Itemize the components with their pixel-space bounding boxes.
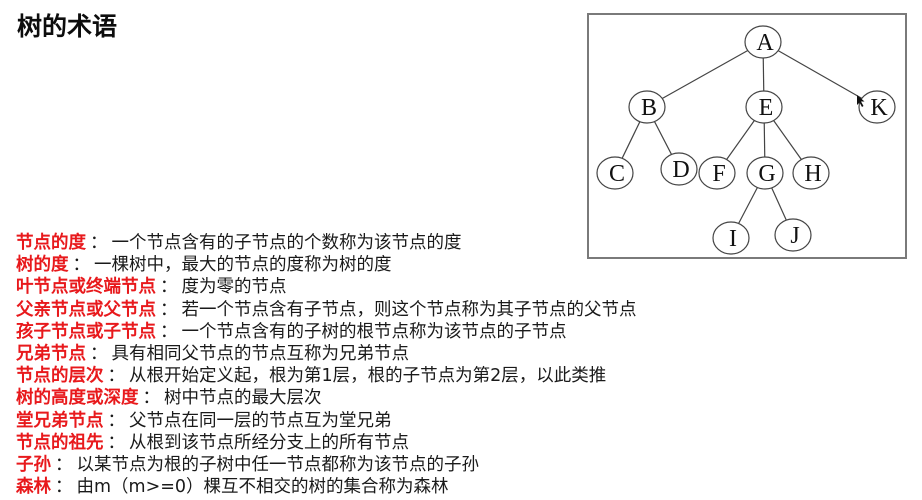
term-separator: ：: [160, 277, 178, 298]
tree-edge-A-K: [777, 50, 863, 99]
term-row-tree-height: 树的高度或深度：树中节点的最大层次: [16, 387, 637, 409]
term-row-cousin-node: 堂兄弟节点：父节点在同一层的节点互为堂兄弟: [16, 410, 637, 432]
tree-node-G: G: [746, 156, 784, 190]
term-row-parent-node: 父亲节点或父节点：若一个节点含有子节点，则这个节点称为其子节点的父节点: [16, 299, 637, 321]
svg-text:F: F: [712, 161, 725, 187]
mouse-cursor-icon: [857, 95, 865, 107]
term-name: 兄弟节点: [16, 343, 86, 364]
svg-text:A: A: [756, 30, 774, 56]
svg-text:C: C: [609, 161, 625, 187]
term-definition: 从根开始定义起，根为第1层，根的子节点为第2层，以此类推: [129, 366, 607, 387]
term-separator: ：: [55, 477, 73, 498]
term-name: 森林: [16, 477, 51, 498]
term-row-leaf-node: 叶节点或终端节点：度为零的节点: [16, 276, 637, 298]
term-definition: 若一个节点含有子节点，则这个节点称为其子节点的父节点: [181, 299, 637, 320]
term-separator: ：: [55, 454, 73, 475]
term-separator: ：: [90, 343, 108, 364]
term-definition: 树中节点的最大层次: [164, 388, 322, 409]
term-name: 节点的度: [16, 233, 86, 253]
svg-text:B: B: [641, 95, 657, 121]
term-separator: ：: [107, 366, 126, 387]
term-name: 树的度: [16, 255, 69, 276]
term-row-node-degree: 节点的度：一个节点含有的子节点的个数称为该节点的度: [16, 232, 637, 254]
term-name: 子孙: [16, 454, 51, 475]
term-definition: 一个节点含有的子树的根节点称为该节点的子节点: [181, 321, 567, 342]
term-name: 堂兄弟节点: [16, 410, 104, 431]
term-separator: ：: [107, 410, 126, 431]
term-name: 节点的祖先: [16, 432, 104, 453]
tree-node-K: K: [858, 90, 896, 124]
term-separator: ：: [160, 299, 178, 320]
tree-edge-B-D: [653, 121, 673, 155]
term-name: 树的高度或深度: [16, 388, 139, 409]
svg-text:E: E: [759, 95, 774, 121]
term-separator: ：: [160, 321, 178, 342]
tree-node-F: F: [698, 156, 736, 190]
tree-node-E: E: [745, 90, 783, 124]
term-name: 节点的层次: [16, 366, 104, 387]
term-name: 父亲节点或父节点: [16, 299, 156, 320]
tree-edge-G-I: [738, 187, 758, 224]
page-title: 树的术语: [17, 12, 118, 41]
tree-edge-A-E: [762, 57, 765, 92]
tree-node-A: A: [744, 25, 782, 59]
term-separator: ：: [72, 255, 91, 276]
term-separator: ：: [107, 432, 126, 453]
term-row-forest: 森林：由m（m>=0）棵互不相交的树的集合称为森林: [16, 476, 637, 498]
term-definition: 一个节点含有的子节点的个数称为该节点的度: [111, 233, 462, 253]
svg-text:H: H: [804, 161, 821, 187]
tree-node-C: C: [596, 156, 634, 190]
tree-edge-A-B: [661, 50, 749, 99]
term-definition: 由m（m>=0）棵互不相交的树的集合称为森林: [76, 477, 449, 498]
tree-node-J: J: [774, 218, 812, 252]
svg-text:D: D: [672, 157, 689, 183]
tree-edge-G-J: [771, 187, 787, 221]
term-row-descendant: 子孙：以某节点为根的子树中任一节点都称为该节点的子孙: [16, 454, 637, 476]
svg-text:G: G: [758, 161, 775, 187]
term-definition: 一棵树中，最大的节点的度称为树的度: [94, 255, 392, 276]
svg-text:J: J: [790, 223, 799, 249]
tree-edge-E-G: [763, 122, 766, 158]
tree-edge-E-H: [773, 120, 802, 160]
term-row-ancestor: 节点的祖先：从根到该节点所经分支上的所有节点: [16, 432, 637, 454]
tree-node-D: D: [660, 152, 698, 186]
tree-node-I: I: [712, 221, 750, 255]
term-separator: ：: [142, 388, 161, 409]
svg-text:K: K: [870, 95, 888, 121]
tree-node-H: H: [792, 156, 830, 190]
svg-text:I: I: [729, 226, 737, 252]
term-list: 节点的度：一个节点含有的子节点的个数称为该节点的度 树的度：一棵树中，最大的节点…: [16, 232, 637, 498]
term-name: 孩子节点或子节点: [16, 321, 156, 342]
term-row-child-node: 孩子节点或子节点：一个节点含有的子树的根节点称为该节点的子节点: [16, 321, 637, 343]
term-row-tree-degree: 树的度：一棵树中，最大的节点的度称为树的度: [16, 254, 637, 276]
tree-edge-E-F: [726, 120, 755, 160]
term-name: 叶节点或终端节点: [16, 277, 156, 298]
tree-node-B: B: [628, 90, 666, 124]
term-row-sibling-node: 兄弟节点：具有相同父节点的节点互称为兄弟节点: [16, 343, 637, 365]
term-definition: 度为零的节点: [181, 277, 287, 298]
term-definition: 父节点在同一层的节点互为堂兄弟: [129, 410, 392, 431]
tree-edge-B-C: [621, 121, 641, 159]
term-row-node-level: 节点的层次：从根开始定义起，根为第1层，根的子节点为第2层，以此类推: [16, 365, 637, 387]
term-definition: 从根到该节点所经分支上的所有节点: [129, 432, 409, 453]
term-definition: 以某节点为根的子树中任一节点都称为该节点的子孙: [76, 454, 480, 475]
term-separator: ：: [90, 233, 108, 253]
term-definition: 具有相同父节点的节点互称为兄弟节点: [111, 343, 410, 364]
